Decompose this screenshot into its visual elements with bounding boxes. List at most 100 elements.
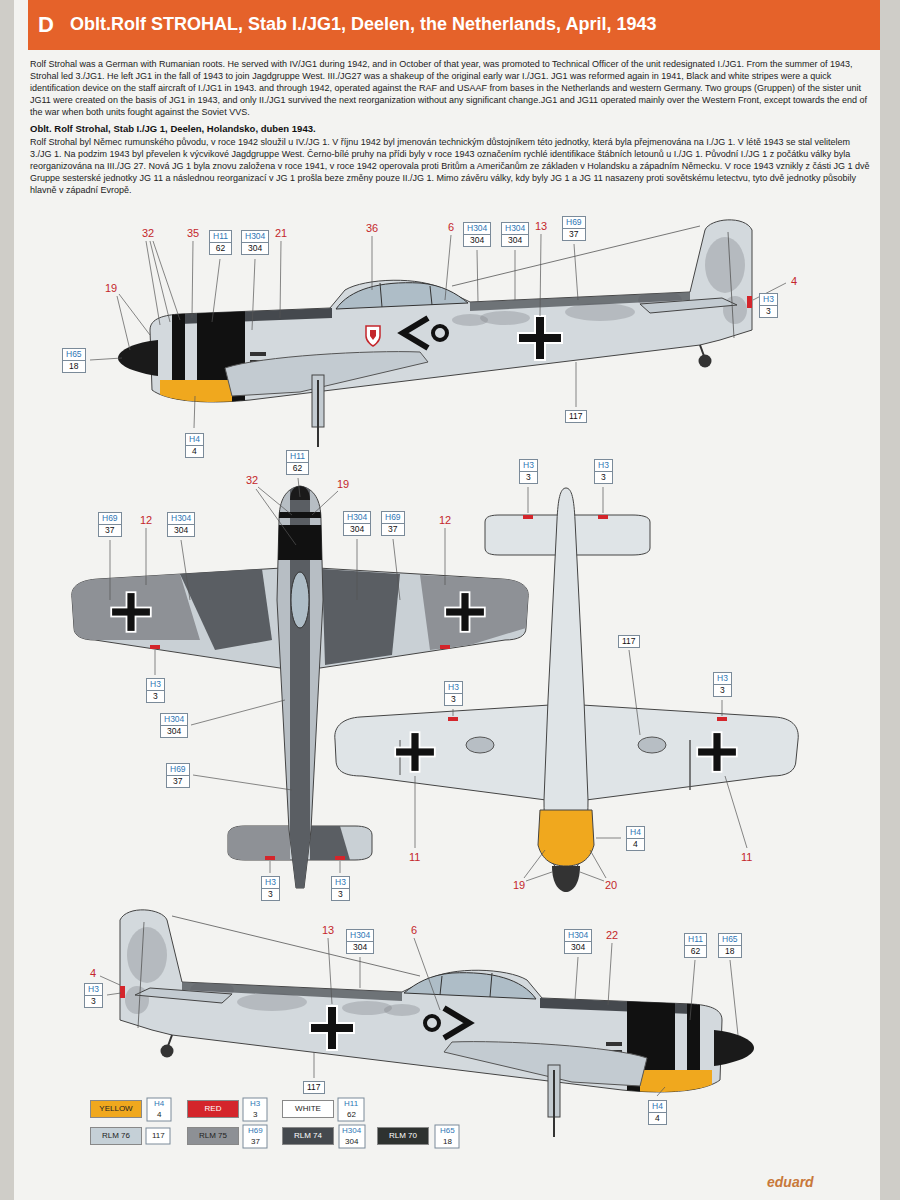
paint-number: 3 — [714, 685, 731, 696]
paint-number: 37 — [99, 525, 121, 536]
paint-code-box: H304304 — [167, 512, 195, 537]
legend-code: H11 — [344, 1099, 358, 1109]
paint-number: 304 — [168, 525, 194, 536]
callout-number: 6 — [411, 924, 417, 936]
paint-code-box: H33 — [84, 983, 103, 1008]
paint-number: 4 — [649, 1113, 666, 1124]
callout-number: 4 — [791, 275, 797, 287]
paint-number: 304 — [242, 243, 268, 254]
paint-number: 3 — [760, 306, 777, 317]
paint-code-box: H304304 — [241, 230, 269, 255]
paint-number: 3 — [85, 996, 102, 1007]
paint-code: H65 — [719, 934, 741, 946]
paint-code-box: H304304 — [346, 929, 374, 954]
paint-code: H304 — [464, 223, 490, 235]
callout-number: 36 — [366, 222, 378, 234]
legend-code: 304 — [345, 1137, 358, 1147]
paint-code: H304 — [242, 231, 268, 243]
paint-code-box: H33 — [444, 681, 463, 706]
paint-code-box: H304304 — [501, 222, 529, 247]
paint-code: H3 — [85, 984, 102, 996]
paint-number: 304 — [347, 942, 373, 953]
paint-number: 4 — [627, 839, 644, 850]
bottom-view — [335, 488, 798, 892]
callout-number: 22 — [606, 929, 618, 941]
paint-number: 37 — [563, 229, 585, 240]
paint-code: H3 — [147, 679, 164, 691]
paint-code-box: 117 — [303, 1081, 325, 1094]
legend-code: H65 — [440, 1126, 455, 1136]
leader-lines — [90, 234, 786, 1096]
title-banner — [28, 0, 880, 50]
title-text: Oblt.Rolf STROHAL, Stab I./JG1, Deelen, … — [70, 14, 656, 35]
paint-number: 304 — [502, 235, 528, 246]
paint-code-box: 117 — [618, 635, 640, 648]
legend-code: 3 — [253, 1110, 257, 1120]
callout-number: 13 — [322, 924, 334, 936]
legend-code: H3 — [250, 1099, 260, 1109]
legend-swatch: YELLOW — [90, 1100, 142, 1118]
callout-number: 11 — [741, 851, 752, 863]
unit-emblem — [366, 326, 380, 346]
legend-code-frames — [146, 1098, 459, 1148]
callout-number: 11 — [409, 851, 420, 863]
paint-code-box: H33 — [713, 672, 732, 697]
paint-code: H11 — [685, 934, 706, 946]
history-text: Rolf Strohal was a German with Rumanian … — [30, 58, 870, 118]
legend-swatch: WHITE — [282, 1100, 334, 1118]
paint-code-box: H33 — [759, 293, 778, 318]
paint-code-box: H44 — [185, 433, 204, 458]
legend-code: 37 — [251, 1137, 260, 1147]
paint-code-box: H6937 — [166, 763, 190, 788]
section-letter: D — [38, 12, 54, 38]
callout-number: 4 — [90, 967, 96, 979]
paint-number: 37 — [167, 776, 189, 787]
paint-number: 304 — [565, 942, 591, 953]
callout-number: 20 — [605, 879, 617, 891]
legend-code: H304 — [342, 1126, 361, 1136]
callout-number: 19 — [105, 282, 117, 294]
paint-code: H304 — [347, 930, 373, 942]
paint-code-box: H1162 — [684, 933, 707, 958]
paint-code-box: H33 — [146, 678, 165, 703]
legend-code: 4 — [157, 1110, 161, 1120]
legend-text: RLM 70 — [389, 1131, 417, 1140]
paint-code-box: H44 — [648, 1100, 667, 1125]
paint-code-box: H33 — [261, 876, 280, 901]
paint-number: 37 — [382, 524, 404, 535]
callout-number: 19 — [513, 879, 525, 891]
callout-number: 32 — [246, 474, 258, 486]
callout-number: 12 — [140, 514, 152, 526]
top-view — [72, 480, 528, 900]
legend-swatch: RLM 74 — [282, 1127, 334, 1145]
paint-number: 3 — [595, 472, 612, 483]
paint-code: H3 — [445, 682, 462, 694]
callout-number: 6 — [448, 221, 454, 233]
legend-code: 62 — [347, 1110, 356, 1120]
paint-code-box: H33 — [594, 459, 613, 484]
paint-code: H69 — [382, 512, 404, 524]
callout-number: 32 — [142, 227, 154, 239]
paint-code: H11 — [287, 451, 308, 463]
paint-code-box: H6518 — [718, 933, 742, 958]
paint-code: H69 — [99, 513, 121, 525]
paint-number: 62 — [685, 946, 706, 957]
paint-code: H304 — [344, 512, 370, 524]
side-view-right — [120, 910, 754, 1137]
paint-code-box: H304304 — [343, 511, 371, 536]
legend-text: RLM 75 — [199, 1131, 227, 1140]
paint-number: 4 — [186, 446, 203, 457]
history-heading: Oblt. Rolf Strohal, Stab I./JG 1, Deelen… — [30, 123, 870, 135]
legend-text: WHITE — [295, 1104, 321, 1113]
legend-text: RLM 76 — [102, 1131, 130, 1140]
paint-code-box: H6937 — [562, 216, 586, 241]
paint-number: 304 — [161, 726, 187, 737]
paint-code: H3 — [520, 460, 537, 472]
paint-code-box: H33 — [519, 459, 538, 484]
legend-swatch: RLM 75 — [187, 1127, 239, 1145]
paper — [14, 0, 880, 1200]
paint-number: 3 — [520, 472, 537, 483]
paint-number: 62 — [210, 243, 231, 254]
paint-code-box: H6937 — [381, 511, 405, 536]
